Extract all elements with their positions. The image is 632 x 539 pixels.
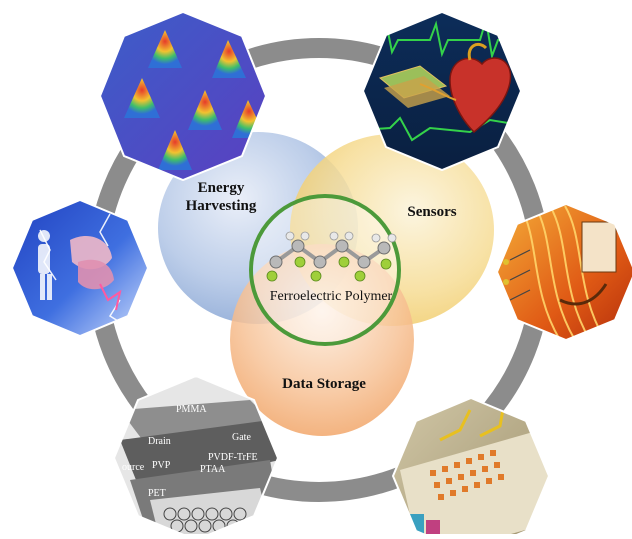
transistor-stack-icon: PMMA Drain Gate ource PVDF-TrFE PVP PTAA… xyxy=(114,376,278,539)
fiber-panel-frame xyxy=(495,202,632,342)
center-ring xyxy=(249,194,401,346)
energy-label-line2: Harvesting xyxy=(186,198,257,214)
gate-label: Gate xyxy=(232,432,251,443)
pyramid-array-icon xyxy=(100,12,266,180)
heart-panel-frame xyxy=(361,10,523,172)
sensors-label: Sensors xyxy=(407,204,456,220)
electrode-panel-frame xyxy=(391,396,551,539)
energy-label-line1: Energy xyxy=(198,180,245,196)
nanofiber-icon xyxy=(497,204,632,340)
pmma-label: PMMA xyxy=(176,404,207,415)
pvdf-trfe-label: PVDF-TrFE xyxy=(208,452,258,463)
ptaa-label: PTAA xyxy=(200,464,226,475)
harvester-panel-frame xyxy=(10,198,150,338)
storage-label: Data Storage xyxy=(282,376,366,392)
pvp-label: PVP xyxy=(152,460,171,471)
center-label: Ferroelectric Polymer xyxy=(270,289,393,304)
transistor-panel-frame xyxy=(112,374,280,539)
polymer-chain-icon xyxy=(266,231,397,282)
pet-label: PET xyxy=(148,488,166,499)
human-energy-icon xyxy=(12,200,148,336)
pyramid-panel-frame xyxy=(98,10,268,182)
source-label: ource xyxy=(122,462,145,473)
data-storage-lobe xyxy=(230,244,414,436)
drain-label: Drain xyxy=(148,436,171,447)
